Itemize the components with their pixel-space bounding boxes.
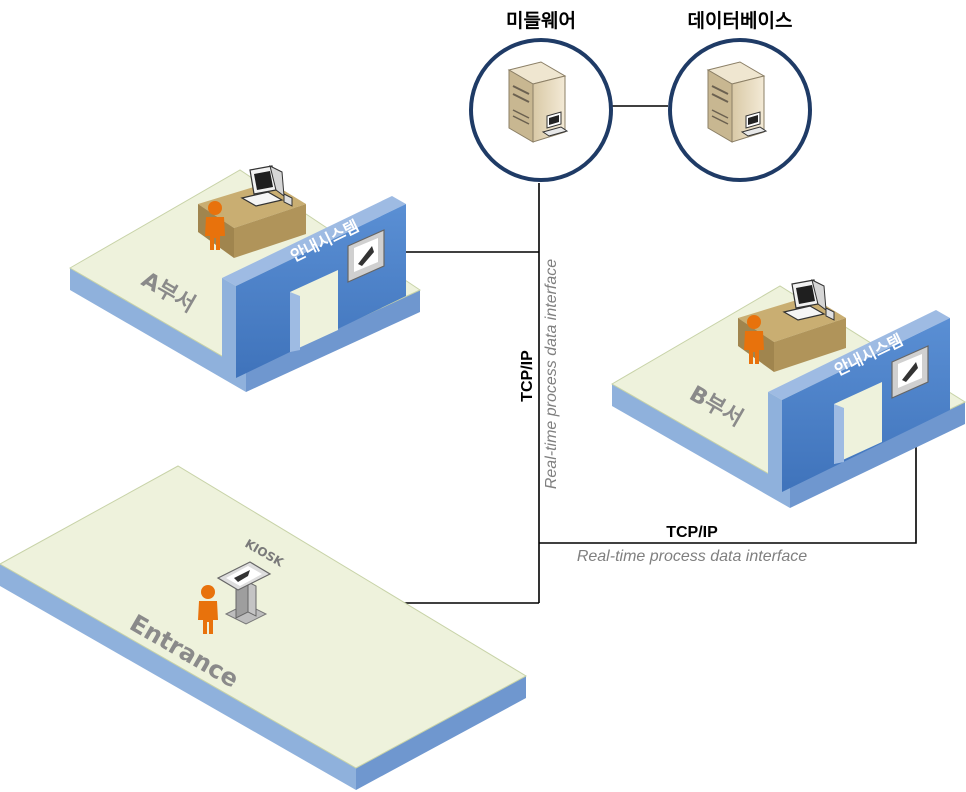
- wall-a-doorway: [290, 270, 338, 352]
- platform-entrance-front-edge: [0, 564, 356, 790]
- platform-entrance-floor: [0, 465, 528, 769]
- desk-b-top: [738, 296, 846, 342]
- platform-b-right-edge: [790, 402, 965, 508]
- desk-a-front: [234, 204, 306, 258]
- vertical-interface-label: Real-time process data interface: [543, 259, 560, 489]
- server-icon: [707, 61, 767, 143]
- middleware-label: 미들웨어: [506, 10, 576, 32]
- server-icon: [508, 61, 568, 143]
- middleware-server[interactable]: 미들웨어: [469, 10, 613, 182]
- zone-entrance: KIOSK Entrance: [0, 465, 528, 790]
- kiosk-icon[interactable]: [216, 561, 272, 625]
- horizontal-interface-label: Real-time process data interface: [577, 548, 807, 565]
- display-panel-icon[interactable]: [347, 229, 385, 283]
- wall-b-doorway-jamb: [834, 404, 844, 464]
- wall-b-top: [768, 310, 950, 400]
- display-panel-icon[interactable]: [891, 345, 929, 399]
- platform-a-right-edge: [246, 290, 420, 392]
- database-server[interactable]: 데이터베이스: [668, 10, 812, 182]
- wall-a-doorway-jamb: [290, 292, 300, 352]
- wall-a-side: [222, 278, 236, 378]
- desk-a-top: [198, 182, 306, 228]
- wall-b-doorway: [834, 382, 882, 464]
- zone-dept-a: 안내시스템 A부서: [69, 165, 422, 392]
- wall-b-side: [768, 392, 782, 492]
- vertical-protocol-label: TCP/IP: [519, 350, 536, 402]
- zone-dept-b: 안내시스템 B부서: [611, 279, 966, 508]
- platform-entrance-right-edge: [356, 676, 526, 790]
- platform-b-front-edge: [612, 384, 790, 508]
- horizontal-protocol-label: TCP/IP: [666, 524, 718, 541]
- platform-a-front-edge: [70, 268, 246, 392]
- desk-b-front: [774, 318, 846, 372]
- database-label: 데이터베이스: [688, 10, 793, 32]
- wall-a-top: [222, 196, 406, 286]
